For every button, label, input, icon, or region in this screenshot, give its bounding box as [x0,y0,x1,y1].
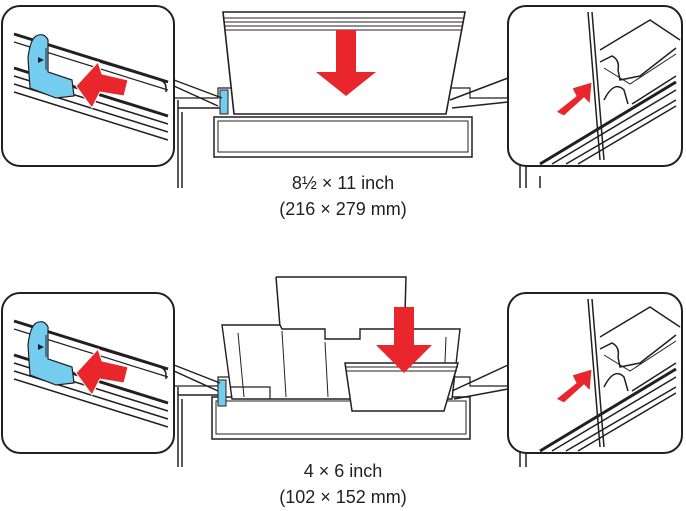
letter-size-caption: 8½ × 11 inch (216 × 279 mm) [0,170,686,222]
letter-size-inches: 8½ × 11 inch [291,173,395,193]
photo-size-inches: 4 × 6 inch [303,461,383,481]
letter-panel [0,4,684,188]
photo-size-caption: 4 × 6 inch (102 × 152 mm) [0,458,686,510]
photo-size-mm: (102 × 152 mm) [279,487,407,507]
photo-panel [0,276,684,467]
letter-size-mm: (216 × 279 mm) [279,199,407,219]
